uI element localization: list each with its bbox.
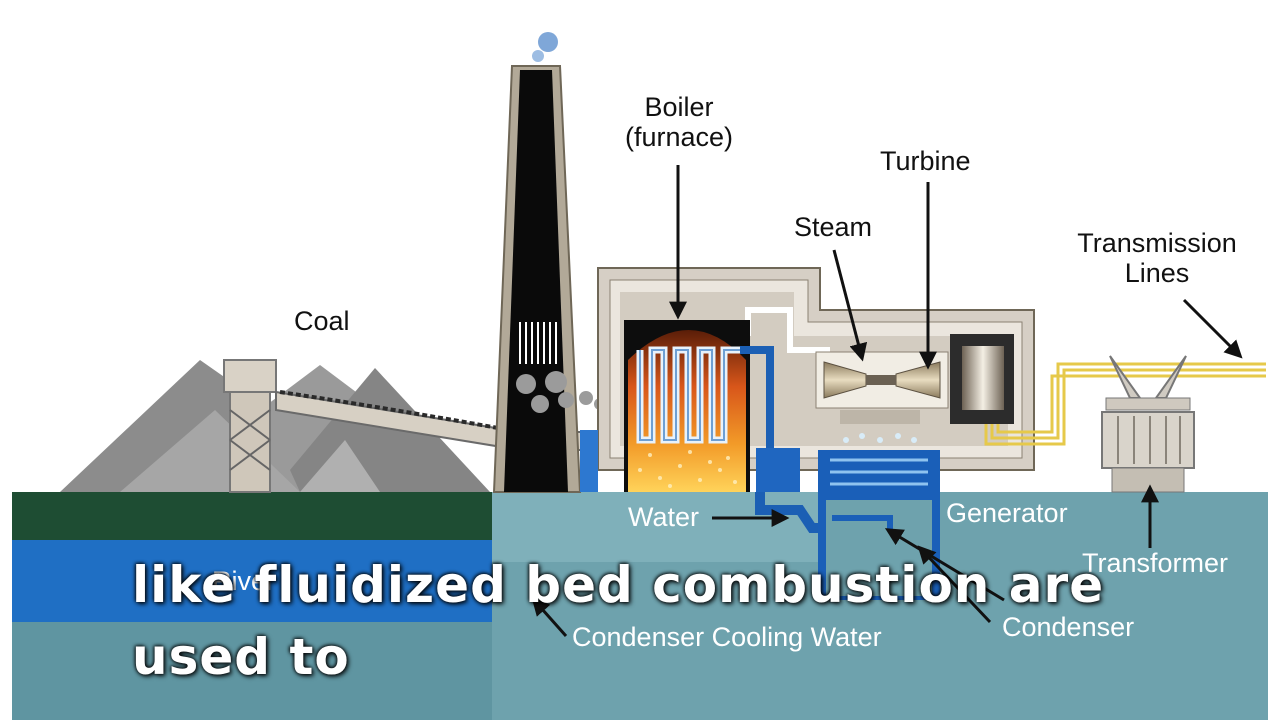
condenser-cooling-water-label: Condenser Cooling Water — [572, 622, 882, 652]
right-margin — [1268, 0, 1280, 720]
steam-arrow — [832, 249, 868, 362]
smokestack — [492, 32, 606, 493]
water-label: Water — [628, 502, 700, 532]
generator-arrow — [884, 528, 1005, 602]
transmission-label-line2: Lines — [1124, 258, 1190, 289]
coal-label: Coal — [294, 306, 350, 336]
caption-line-1: like fluidized bed combustion are — [132, 556, 1105, 614]
boiler-label: Boiler (furnace) — [620, 92, 738, 152]
river-label: River — [212, 566, 276, 596]
boiler-label-line2: (furnace) — [624, 122, 734, 153]
steam-label: Steam — [794, 212, 873, 242]
transmission-label-line1: Transmission — [1077, 228, 1237, 258]
generator-label: Generator — [946, 498, 1068, 528]
condenser-arrow — [917, 545, 992, 624]
left-margin — [0, 0, 12, 720]
generator — [950, 334, 1014, 424]
turbine-label: Turbine — [880, 146, 971, 176]
boiler-label-line1: Boiler — [644, 92, 714, 122]
condenser-cooling-arrow — [531, 597, 568, 637]
transformer — [1101, 355, 1195, 493]
river-underside — [12, 622, 492, 720]
river — [12, 540, 492, 622]
transformer-label: Transformer — [1082, 548, 1229, 578]
coal-piles — [60, 360, 490, 492]
furnace — [624, 320, 750, 492]
transmission-lines-label: Transmission Lines — [1068, 228, 1246, 288]
condenser-label: Condenser — [1002, 612, 1135, 642]
condenser — [818, 433, 940, 600]
caption-line-2: used to — [132, 628, 350, 686]
ground-strip — [12, 492, 492, 540]
label-arrows — [531, 165, 1243, 637]
transmission-arrow — [1182, 298, 1243, 359]
coal-hopper — [223, 359, 277, 493]
